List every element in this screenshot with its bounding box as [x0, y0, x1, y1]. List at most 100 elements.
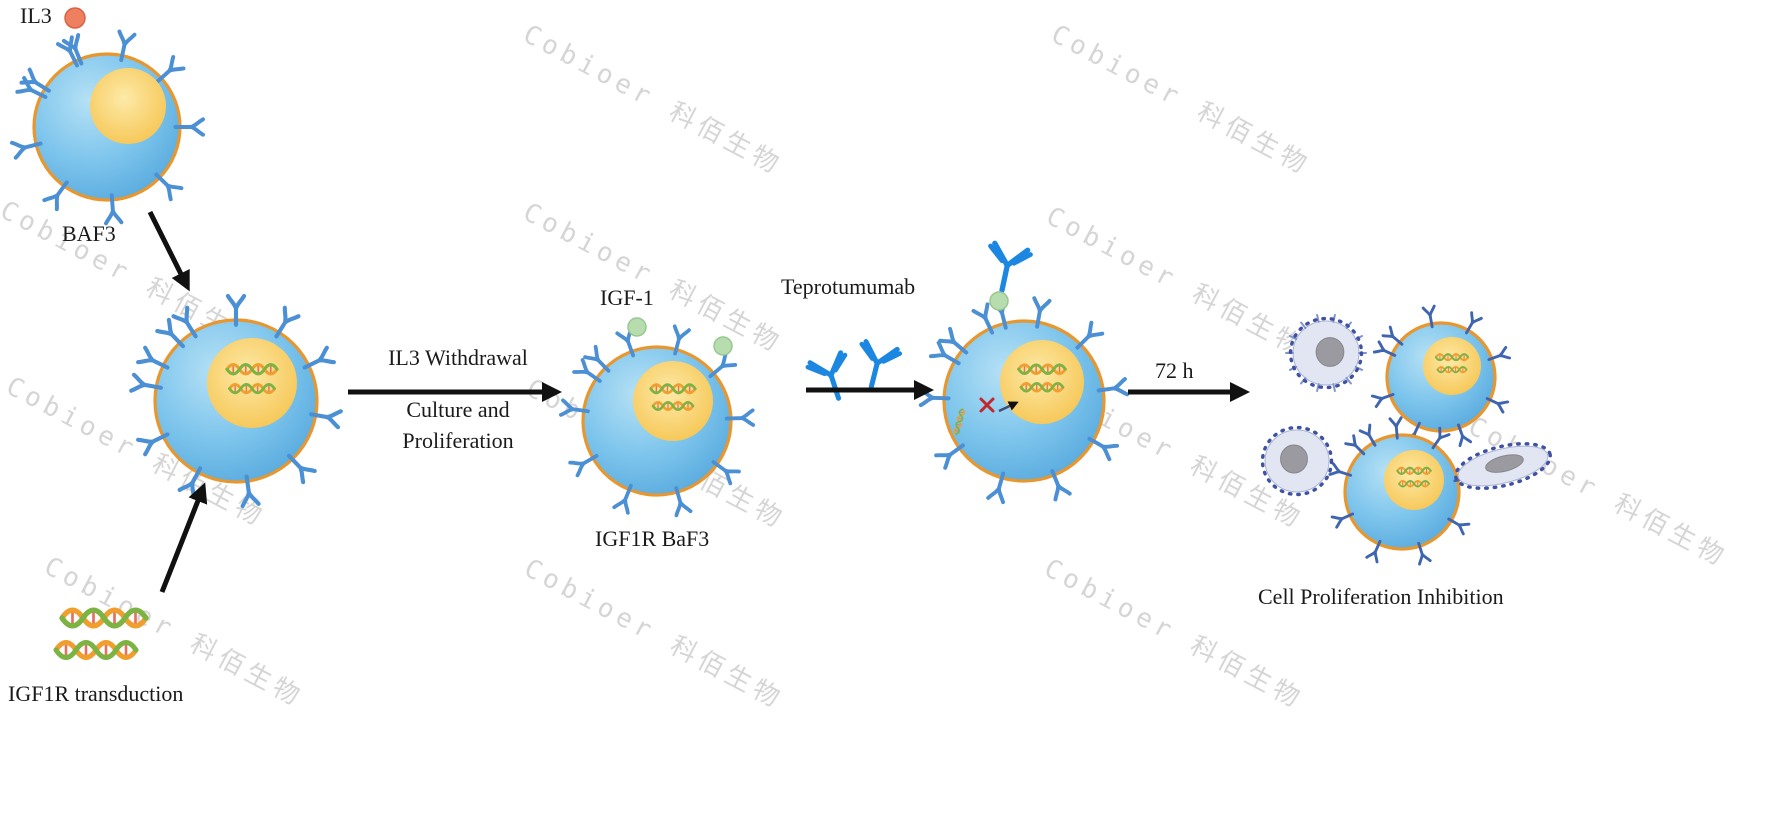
receptor-icon: [240, 474, 261, 509]
receptor-icon: [15, 76, 48, 99]
receptor-icon: [674, 486, 693, 518]
receptor-icon: [572, 358, 602, 383]
receptor-icon: [1447, 517, 1471, 536]
arrow-icon: [159, 482, 208, 593]
dna-helix-icon: [649, 383, 697, 395]
dna-helix-icon: [225, 363, 279, 376]
receptor-icon: [1330, 512, 1355, 529]
receptor-icon: [1365, 539, 1382, 564]
receptor-icon: [1344, 434, 1366, 456]
receptor-icon: [155, 55, 186, 84]
igf1-ligand-icon: [989, 291, 1009, 311]
blocked-signaling: [953, 397, 1019, 435]
receptor-icon: [154, 172, 184, 202]
receptor-icon: [171, 305, 198, 339]
dna-helix-icon: [228, 383, 276, 395]
receptor-icon: [1050, 469, 1072, 502]
dna-helix-icon: [1396, 466, 1432, 475]
receptor-icon: [1417, 541, 1432, 566]
igf1-ligand-icon: [713, 336, 733, 356]
dna-helix-icon: [1398, 480, 1430, 488]
igf1r-baf3-cell: [559, 324, 756, 518]
receptor-icon: [1075, 320, 1105, 350]
inhibition-label: Cell Proliferation Inhibition: [1258, 584, 1504, 609]
receptor-icon: [56, 35, 79, 68]
receptor-icon: [129, 372, 163, 393]
receptor-icon: [1421, 304, 1436, 329]
dna-helix-icon: [53, 640, 139, 660]
igf1-label: IGF-1: [600, 285, 654, 310]
duration-label: 72 h: [1155, 358, 1194, 383]
dna-helix-icon: [1436, 366, 1468, 374]
receptor-icon: [568, 453, 599, 478]
receptor-icon: [612, 483, 633, 515]
receptor-icon: [117, 29, 137, 62]
dna-helix-icon: [953, 408, 965, 435]
receptor-icon: [302, 345, 336, 370]
receptor-icon: [938, 326, 969, 355]
il3-ligand-icon: [64, 7, 86, 29]
baf3-cell: [10, 29, 205, 226]
receptor-icon: [1370, 393, 1395, 408]
receptor-icon: [1457, 423, 1472, 448]
receptor-icon: [1465, 311, 1483, 335]
culture-and-label: Culture and: [406, 397, 510, 422]
dna-helix-icon: [59, 607, 149, 629]
igf1r-transduction-label: IGF1R transduction: [8, 681, 184, 706]
antibody-icon: [988, 240, 1033, 293]
surviving-cell: [1370, 304, 1512, 448]
receptor-icon: [173, 117, 205, 137]
receptor-icon: [286, 453, 317, 485]
receptor-icon: [986, 471, 1006, 505]
receptor-icon: [1388, 416, 1403, 440]
receptor-icon: [672, 324, 691, 356]
proliferation-label: Proliferation: [402, 428, 514, 453]
receptor-icon: [309, 409, 343, 430]
igf1r-transduced-cell: [129, 293, 343, 509]
receptor-icon: [136, 432, 170, 457]
receptor-icon: [1381, 325, 1404, 346]
receptor-icon: [934, 443, 965, 470]
dna-helix-icon: [1017, 363, 1067, 375]
igf1-ligand-icon: [627, 317, 647, 337]
surviving-cell: [1328, 416, 1477, 566]
igf1r-cell-treated: [918, 296, 1130, 505]
baf3-label: BAF3: [62, 221, 116, 246]
receptor-icon: [1372, 340, 1397, 357]
teprotumumab-label: Teprotumumab: [781, 274, 916, 299]
receptor-icon: [1328, 462, 1353, 477]
receptor-icon: [559, 398, 590, 417]
arrow-icon: [147, 210, 190, 292]
receptor-icon: [1431, 426, 1451, 450]
dna-helix-icon: [1019, 382, 1065, 393]
receptor-icon: [225, 293, 247, 327]
receptor-icon: [1358, 423, 1377, 447]
receptor-icon: [274, 305, 301, 339]
receptor-icon: [711, 460, 741, 486]
dna-helix-icon: [651, 401, 695, 411]
receptor-icon: [1485, 397, 1510, 414]
receptor-icon: [104, 193, 124, 226]
receptor-icon: [136, 345, 170, 370]
receptor-icon: [1087, 436, 1120, 462]
igf1r-baf3-label: IGF1R BaF3: [595, 526, 710, 551]
receptor-icon: [10, 140, 43, 160]
receptor-icon: [1487, 346, 1512, 361]
antibody-icon: [859, 339, 903, 390]
receptor-icon: [928, 340, 961, 366]
il3-withdrawal-label: IL3 Withdrawal: [388, 345, 528, 370]
receptor-icon: [1096, 377, 1130, 397]
receptor-icon: [583, 344, 611, 373]
receptor-icon: [19, 67, 51, 93]
receptor-icon: [971, 302, 995, 335]
receptor-icon: [724, 408, 756, 427]
receptor-icon: [42, 180, 69, 212]
dying-cell-icon: [1285, 313, 1367, 393]
dying-cell-icon: [1454, 442, 1552, 490]
receptor-icon: [1032, 296, 1052, 329]
antibody-icon: [805, 350, 848, 401]
il3-label: IL3: [20, 3, 52, 28]
receptor-icon: [155, 317, 186, 349]
